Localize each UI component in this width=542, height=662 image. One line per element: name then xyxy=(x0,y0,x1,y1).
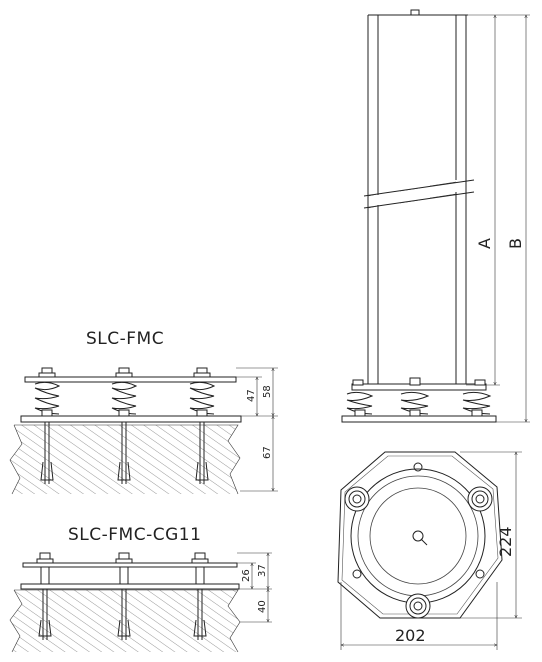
cg11-dim-spring: 26 xyxy=(241,569,252,582)
fmc-dim-anchor: 67 xyxy=(262,446,273,459)
cg11-dim-top: 37 xyxy=(257,564,268,577)
fmc-top-plate xyxy=(24,376,237,383)
fmc-dim-spring: 47 xyxy=(246,389,257,402)
column-label-b: B xyxy=(506,238,525,249)
base-dim-height: 224 xyxy=(496,526,515,557)
fmc-ground xyxy=(10,425,240,494)
fmc-spring-right xyxy=(189,367,216,484)
cg11-dim-anchor: 40 xyxy=(257,600,268,613)
cg11-mount-left xyxy=(36,552,54,640)
fmc-dim-top: 58 xyxy=(262,385,273,398)
fmc-bottom-plate xyxy=(20,415,242,423)
slc-fmc-cg11-title: SLC-FMC-CG11 xyxy=(68,525,201,545)
slc-fmc-drawing: SLC-FMC xyxy=(9,329,278,495)
cg11-ground xyxy=(10,590,240,652)
base-plan-view: 224 202 xyxy=(337,451,522,650)
cg11-mount-center xyxy=(115,552,133,640)
spring-cap-right xyxy=(467,486,493,512)
column-label-a: A xyxy=(475,238,494,249)
base-dim-width: 202 xyxy=(395,626,426,645)
fmc-spring-center xyxy=(111,367,138,484)
cg11-bottom-plate xyxy=(20,583,240,590)
spring-cap-left xyxy=(344,486,370,512)
cg11-dimensions: 26 37 40 xyxy=(237,553,272,622)
cg11-mount-right xyxy=(191,552,209,640)
slc-fmc-title: SLC-FMC xyxy=(86,329,164,349)
column-elevation: A B xyxy=(341,9,530,423)
fmc-spring-left xyxy=(34,367,61,484)
fmc-dimensions: 47 58 67 xyxy=(236,368,278,491)
spring-cap-bottom xyxy=(405,593,431,619)
slc-fmc-cg11-drawing: SLC-FMC-CG11 xyxy=(9,525,272,653)
cg11-top-plate xyxy=(22,562,238,568)
